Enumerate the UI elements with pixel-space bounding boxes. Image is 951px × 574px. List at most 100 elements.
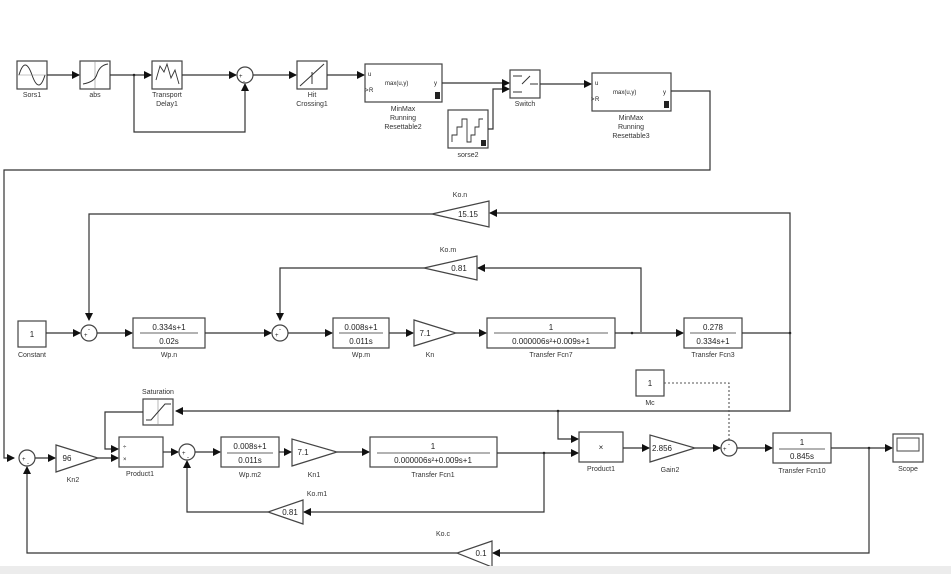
tf-wp-n-block[interactable]: 0.334s+1 0.02s	[132, 317, 206, 349]
sum-m2-block[interactable]: + -	[178, 443, 196, 461]
gain-kn-block[interactable]: 7.1	[413, 319, 459, 347]
minmax2-label-3: Resettable2	[384, 124, 421, 131]
bottom-edge	[0, 566, 951, 574]
constant-label: Constant	[18, 352, 46, 359]
port-y: y	[663, 90, 666, 96]
f-badge-icon	[435, 92, 440, 99]
tf-den: 0.000006s²+0.009s+1	[512, 337, 590, 346]
gain2-block[interactable]: 2.856	[649, 434, 698, 463]
port-r-marker: >	[365, 88, 369, 94]
transfer-fcn10-block[interactable]: 1 0.845s	[772, 432, 832, 464]
sum-in-block[interactable]: + -	[18, 449, 36, 467]
gain-kn-label: Kn	[426, 352, 435, 359]
tf-num: 0.008s+1	[233, 442, 267, 451]
constant-mc-block[interactable]: 1	[635, 369, 665, 397]
gain-kn1-value: 7.1	[297, 448, 309, 457]
gain-ko-n-label: Ko.n	[453, 192, 468, 199]
tf-wp-m2-block[interactable]: 0.008s+1 0.011s	[220, 436, 280, 468]
transfer-fcn1-block[interactable]: 1 0.000006s²+0.009s+1	[369, 436, 498, 468]
constant-block[interactable]: 1	[17, 320, 47, 348]
tf-num: 1	[431, 442, 436, 451]
gain-ko-m-label: Ko.m	[440, 247, 457, 254]
tf-num: 0.334s+1	[152, 323, 186, 332]
transfer-fcn3-block[interactable]: 0.278 0.334s+1	[683, 317, 743, 349]
minmax-running-resettable3-block[interactable]: u > R max(u,y) y	[591, 72, 672, 112]
hit-crossing-block[interactable]	[296, 60, 328, 90]
multiply-icon: ×	[123, 457, 127, 463]
tf-den: 0.02s	[159, 337, 179, 346]
minmax-expr: max(u,y)	[385, 81, 408, 87]
gain-ko-c-value: 0.1	[475, 549, 487, 558]
sum-minus: -	[27, 461, 29, 467]
gain-ko-m1-label: Ko.m1	[307, 491, 327, 498]
transport-delay-block[interactable]	[151, 60, 183, 90]
scope-block[interactable]	[892, 433, 924, 463]
sum-plus: +	[275, 333, 279, 339]
transfer-fcn1-label: Transfer Fcn1	[411, 472, 454, 479]
sum-minus: -	[187, 455, 189, 461]
abs-curve-icon	[82, 63, 109, 85]
port-r: R	[369, 88, 374, 94]
gain-kn2-value: 96	[63, 454, 72, 463]
sum-minus: -	[728, 442, 730, 448]
tf-num: 0.008s+1	[344, 323, 378, 332]
hit-crossing-label-1: Hit	[308, 92, 317, 99]
minmax2-label-1: MinMax	[391, 106, 416, 113]
tf-wp-m-label: Wp.m	[352, 352, 370, 359]
scope-screen-icon	[896, 437, 920, 452]
tf-den: 0.000006s²+0.009s+1	[394, 456, 472, 465]
hit-crossing-label-2: Crossing1	[296, 101, 328, 108]
gain2-label: Gain2	[661, 467, 680, 474]
gain-ko-m1-value: 0.81	[282, 508, 298, 517]
tf-num: 0.278	[703, 323, 724, 332]
product-divide-label: Product1	[126, 471, 154, 478]
product-divide-block[interactable]: ÷ ×	[118, 436, 164, 468]
delay-icon	[155, 62, 180, 85]
saturation-icon	[146, 403, 171, 421]
gain2-value: 2.856	[652, 444, 673, 453]
gain-ko-m-block[interactable]: 0.81	[423, 255, 478, 281]
transfer-fcn7-block[interactable]: 1 0.000006s²+0.009s+1	[486, 317, 616, 349]
saturation-label: Saturation	[142, 389, 174, 396]
sum-out-block[interactable]: + -	[720, 439, 738, 457]
product-block[interactable]: ×	[578, 431, 624, 463]
port-u: u	[595, 81, 598, 87]
transfer-fcn10-label: Transfer Fcn10	[778, 468, 825, 475]
sum-plus: +	[723, 447, 727, 453]
transport-delay-label-2: Delay1	[156, 101, 178, 108]
tf-wp-m-block[interactable]: 0.008s+1 0.011s	[332, 317, 390, 349]
port-r: R	[595, 97, 600, 103]
tf-num: 1	[549, 323, 554, 332]
gain-ko-n-value: 15.15	[458, 210, 479, 219]
gain-ko-c-label: Ko.c	[436, 531, 451, 538]
saturation-block[interactable]	[142, 398, 174, 426]
sum-n-block[interactable]: + -	[80, 324, 98, 342]
gain-kn1-block[interactable]: 7.1	[291, 438, 340, 467]
minmax3-label-2: Running	[618, 124, 644, 131]
sine-wave-block[interactable]	[16, 60, 48, 90]
gain-ko-c-block[interactable]: 0.1	[455, 540, 493, 568]
sum-top-plus: +	[239, 74, 243, 80]
multiply-icon: ×	[599, 443, 604, 452]
sum-m-block[interactable]: + -	[271, 324, 289, 342]
gain-ko-m1-block[interactable]: 0.81	[266, 499, 304, 525]
gain-ko-m-value: 0.81	[451, 264, 467, 273]
sum-minus: -	[88, 327, 90, 333]
mc-value: 1	[648, 379, 653, 388]
switch-block[interactable]	[509, 69, 541, 99]
gain-ko-n-block[interactable]: 15.15	[431, 200, 490, 228]
abs-label: abs	[89, 92, 101, 99]
sum-plus: +	[182, 451, 186, 457]
gain-kn2-block[interactable]: 96	[55, 444, 100, 473]
sum-minus: -	[279, 327, 281, 333]
gain-kn1-label: Kn1	[308, 472, 321, 479]
abs-block[interactable]	[79, 60, 111, 90]
staircase-icon	[451, 118, 483, 143]
mc-label: Mc	[645, 400, 655, 407]
repeating-sequence-block[interactable]	[447, 109, 489, 149]
tf-den: 0.334s+1	[696, 337, 730, 346]
sum-top-block[interactable]: + -	[236, 66, 254, 85]
tf-wp-m2-label: Wp.m2	[239, 472, 261, 479]
minmax-running-resettable2-block[interactable]: u > R max(u,y) y	[364, 63, 443, 103]
